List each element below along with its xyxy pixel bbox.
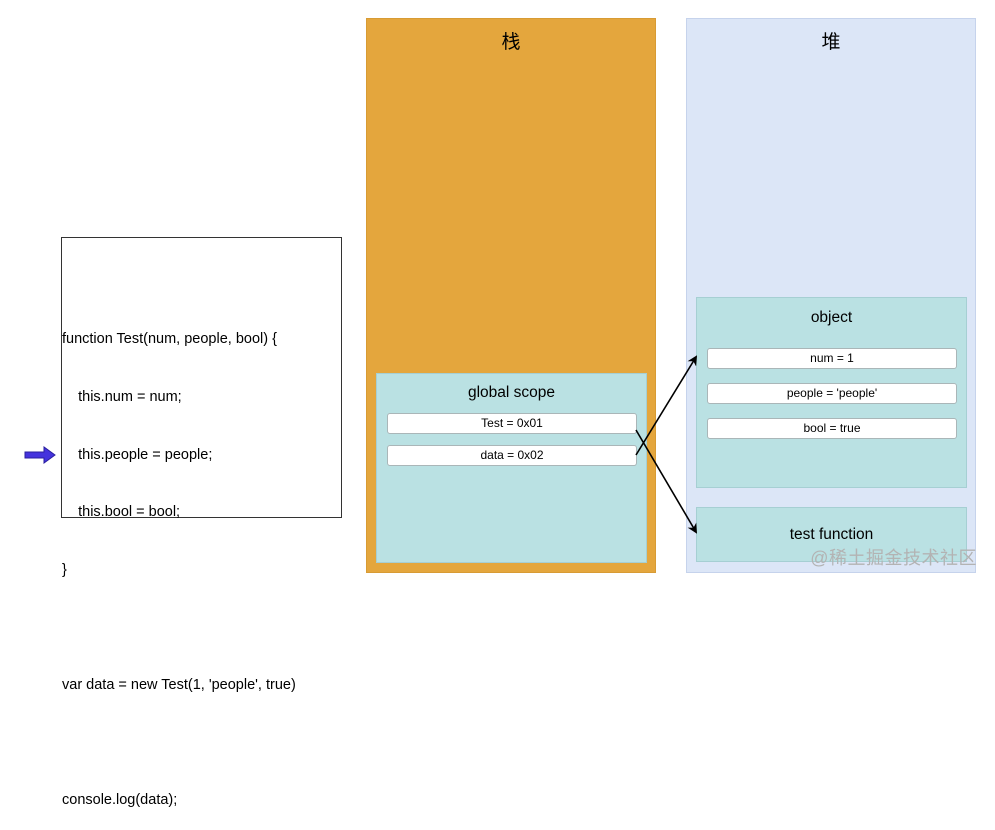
right-arrow-icon <box>24 446 56 464</box>
heap-test-function: test function <box>696 507 967 562</box>
code-line: function Test(num, people, bool) { <box>62 331 277 348</box>
heap-title: 堆 <box>821 32 841 53</box>
watermark: @稀土掘金技术社区 <box>810 548 977 568</box>
object-field-num: num = 1 <box>707 348 957 369</box>
global-scope-frame: global scope Test = 0x01 data = 0x02 <box>376 373 647 563</box>
stack-title: 栈 <box>501 32 521 53</box>
code-line: this.bool = bool; <box>62 504 181 521</box>
object-field-people: people = 'people' <box>707 383 957 404</box>
object-field-bool: bool = true <box>707 418 957 439</box>
reference-arrows <box>635 355 698 534</box>
code-line <box>62 734 296 753</box>
arrow-data-to-object <box>635 355 698 456</box>
code-panel <box>61 237 342 518</box>
stack-slot-test: Test = 0x01 <box>387 413 637 434</box>
code-line-current: console.log(data); <box>62 792 178 809</box>
heap-object-title: object <box>810 309 853 326</box>
heap-object: object num = 1 people = 'people' bool = … <box>696 297 967 488</box>
code-line: var data = new Test(1, 'people', true) <box>62 677 296 694</box>
code-line <box>62 618 296 637</box>
global-scope-title: global scope <box>467 384 556 401</box>
code-line: } <box>62 561 67 578</box>
code-line: this.people = people; <box>62 446 213 463</box>
stack-slot-data: data = 0x02 <box>387 445 637 466</box>
code-line: this.num = num; <box>62 389 182 406</box>
arrow-test-to-function <box>635 429 698 534</box>
test-function-title: test function <box>789 526 874 543</box>
